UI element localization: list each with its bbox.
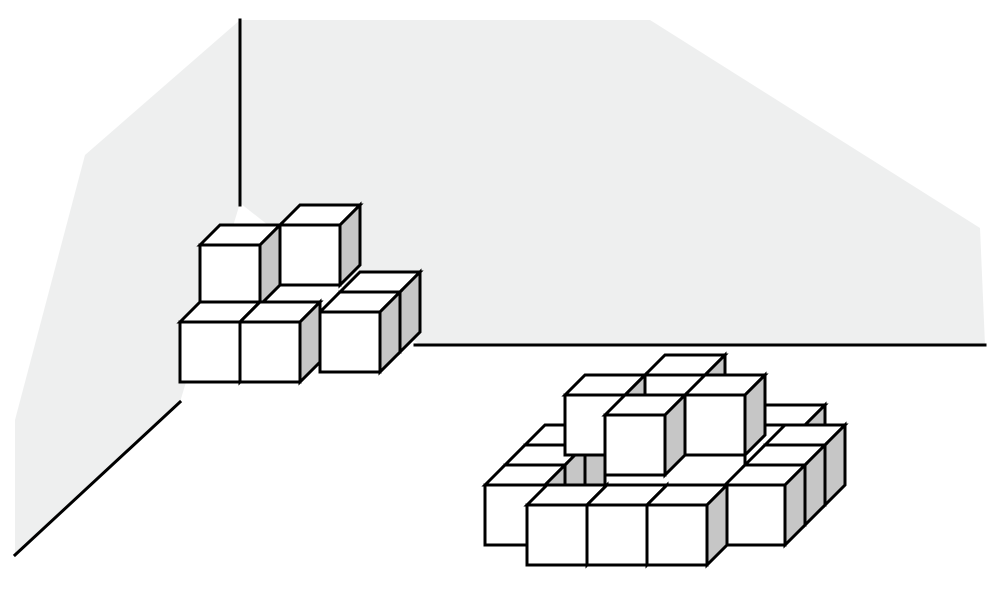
right-cube-upper-right <box>681 371 769 459</box>
back-wall <box>240 20 985 345</box>
left-cube-upper-left <box>196 221 284 309</box>
cube-front-face <box>238 320 302 384</box>
cube-front-face <box>198 243 262 307</box>
right-cube-upper-front <box>601 391 689 479</box>
cube-front-face <box>178 320 242 384</box>
right-cube-front-right-back <box>721 461 809 549</box>
left-cube-upper-right <box>276 201 364 289</box>
cube-front-face <box>318 310 382 374</box>
cube-front-face <box>585 503 649 567</box>
cube-front-face <box>525 503 589 567</box>
right-cube-front-3 <box>643 481 731 569</box>
cube-front-face <box>278 223 342 287</box>
cube-front-face <box>645 503 709 567</box>
floor-left-edge <box>12 399 183 558</box>
left-cube-lower-middle <box>236 298 324 386</box>
left-cube-lower-right <box>316 288 404 376</box>
left-wall <box>15 20 240 555</box>
cube-structures <box>176 201 849 569</box>
cube-front-face <box>723 483 787 547</box>
cube-front-face <box>603 413 667 477</box>
cube-front-face <box>683 393 747 457</box>
